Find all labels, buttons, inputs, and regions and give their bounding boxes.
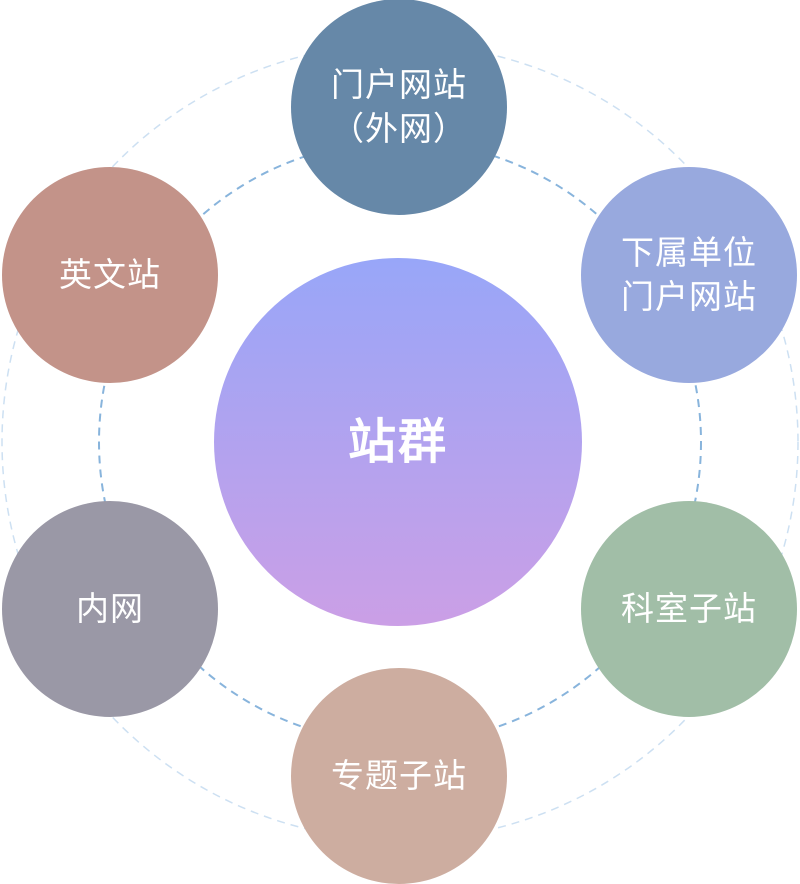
outer-dashed-ring (1, 43, 799, 841)
node-department-subsite: 科室子站 (581, 501, 797, 717)
node-topic-subsite: 专题子站 (291, 668, 507, 884)
node-english-site: 英文站 (2, 167, 218, 383)
node-label: 门户网站 （外网） (331, 65, 467, 148)
center-node-label: 站群 (347, 414, 448, 470)
node-label: 下属单位 门户网站 (621, 233, 757, 316)
node-label: 内网 (76, 589, 144, 628)
node-label: 英文站 (59, 255, 161, 294)
node-label: 专题子站 (331, 756, 467, 795)
node-portal-external: 门户网站 （外网） (291, 0, 507, 215)
node-intranet: 内网 (2, 501, 218, 717)
node-label: 科室子站 (621, 589, 757, 628)
node-subordinate-portal: 下属单位 门户网站 (581, 167, 797, 383)
center-node-site-group: 站群 (214, 258, 582, 626)
